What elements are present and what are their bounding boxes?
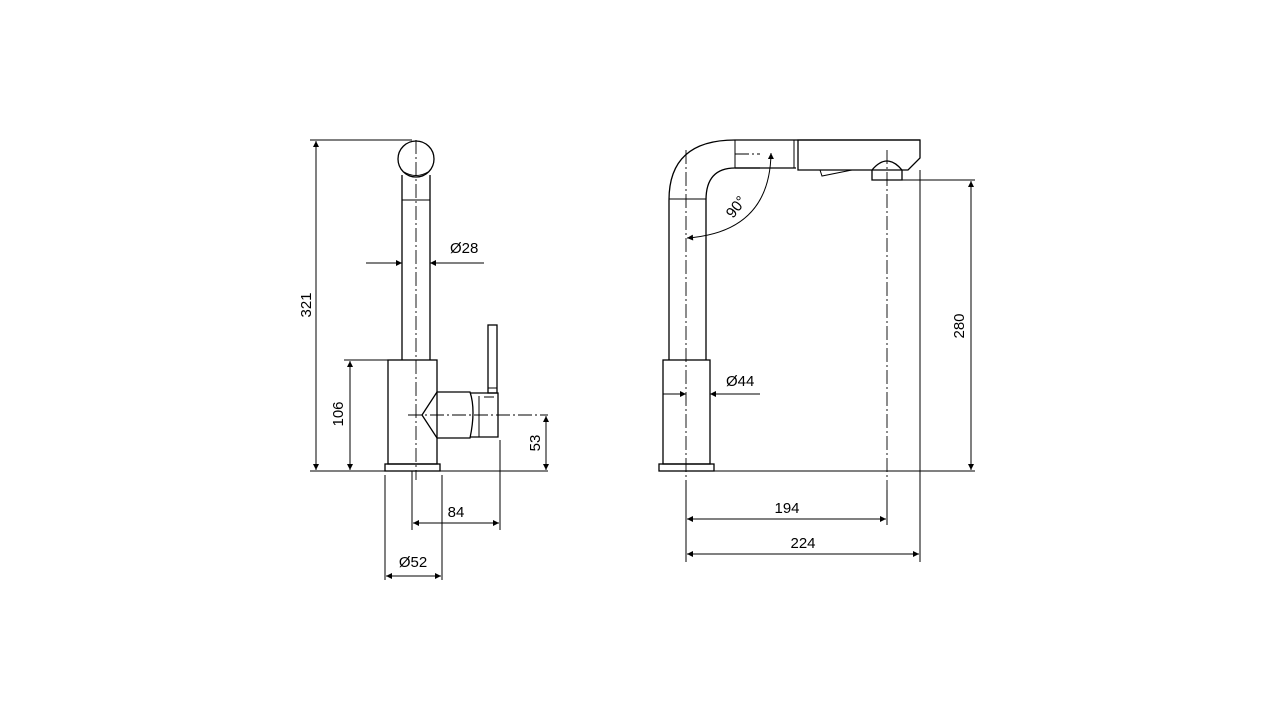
- side-body: [387, 359, 438, 465]
- side-view: 321 106 53 Ø28 84 Ø52: [298, 139, 549, 580]
- dim-body-height: 106: [330, 401, 347, 426]
- dim-outlet-reach: 194: [774, 500, 799, 517]
- dim-lever-axis-height: 53: [527, 435, 544, 452]
- front-view: 280 Ø44 90° 194 224: [658, 139, 975, 562]
- front-base-plate: [658, 463, 715, 472]
- dim-spout-tube-diameter: Ø28: [450, 240, 478, 257]
- front-outlet-nozzle: [871, 160, 903, 181]
- dim-height-overall: 321: [298, 292, 315, 317]
- front-body: [662, 359, 711, 465]
- dim-lever-reach: 84: [448, 504, 465, 521]
- side-lever-handle: [487, 324, 498, 394]
- dim-body-diameter: Ø44: [726, 373, 754, 390]
- dim-overall-reach: 224: [790, 535, 815, 552]
- dim-spout-height: 280: [951, 313, 968, 338]
- front-spray-head: [797, 139, 921, 171]
- side-base-plate: [384, 463, 441, 472]
- dim-base-diameter: Ø52: [399, 554, 427, 571]
